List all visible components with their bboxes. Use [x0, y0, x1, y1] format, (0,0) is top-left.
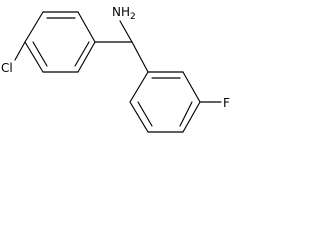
- right-ring-bond-2: [182, 71, 201, 103]
- bond-c-cl: [14, 41, 26, 61]
- left-ring-bond-4: [24, 41, 44, 73]
- right-ring-double-bond-b: [179, 101, 193, 127]
- bond-ch-to-n: [119, 20, 133, 43]
- right-ring-double-bond-c: [137, 101, 153, 127]
- right-benzene-ring: [129, 71, 222, 133]
- left-ring-bond-6: [77, 41, 96, 73]
- chlorine-label: Cl: [1, 61, 13, 75]
- right-ring-bond-6: [129, 71, 149, 103]
- structure-canvas: NH2 Cl F: [1, 5, 230, 133]
- bond-ch-to-right-ring: [131, 41, 149, 73]
- left-ring-double-bond-c: [74, 41, 90, 67]
- amine-label: NH2: [112, 5, 136, 22]
- left-ring-bond-1: [77, 11, 96, 43]
- fluorine-label: F: [223, 96, 230, 110]
- left-ring-bond-3: [24, 11, 44, 43]
- molecule-structure: NH2 Cl F: [1, 5, 230, 133]
- left-ring-double-bond-b: [32, 41, 48, 67]
- left-benzene-ring: [14, 11, 96, 73]
- central-carbon-bonds: [94, 20, 149, 73]
- right-ring-bond-3: [182, 101, 201, 133]
- right-ring-bond-5: [129, 101, 149, 133]
